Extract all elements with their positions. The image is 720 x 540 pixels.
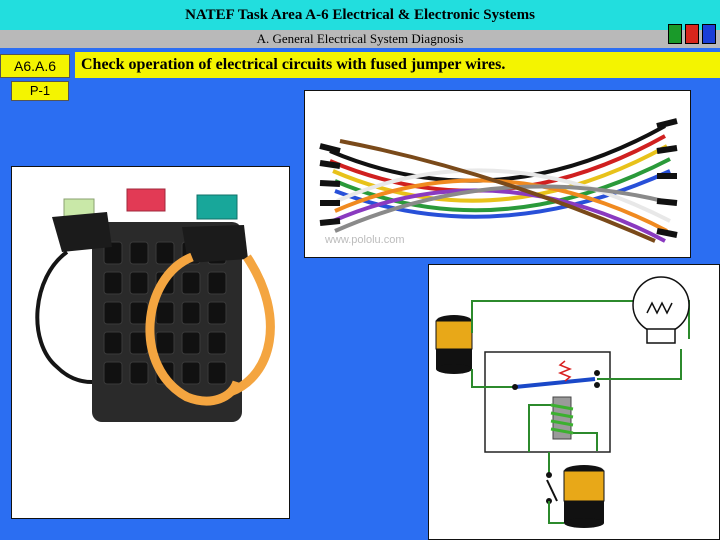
spring-icon — [557, 360, 573, 382]
color-flags — [668, 24, 716, 44]
blue-icon — [702, 24, 716, 44]
task-code-badge: A6.A.6 — [0, 54, 70, 78]
relay-box — [484, 351, 611, 453]
battery-icon — [435, 315, 473, 374]
switch-icon — [546, 479, 558, 502]
feed-wire — [471, 300, 690, 339]
jumper-wires-photo: www.pololu.com — [304, 90, 691, 258]
subtitle-bar: A. General Electrical System Diagnosis — [0, 30, 720, 48]
fuse-box-photo — [11, 166, 290, 519]
relay-circuit-diagram — [428, 264, 720, 540]
task-description: Check operation of electrical circuits w… — [81, 56, 506, 73]
green-icon — [668, 24, 682, 44]
watermark-text: www.pololu.com — [324, 234, 404, 246]
task-bar: Check operation of electrical circuits w… — [75, 52, 720, 78]
page-subtitle: A. General Electrical System Diagnosis — [256, 31, 464, 46]
page-title: NATEF Task Area A-6 Electrical & Electro… — [185, 7, 535, 23]
relay-contact-arm — [514, 377, 596, 389]
title-bar: NATEF Task Area A-6 Electrical & Electro… — [0, 0, 720, 30]
light-bulb-icon — [632, 276, 690, 344]
page-badge: P-1 — [11, 81, 69, 101]
battery-icon — [563, 465, 605, 528]
red-icon — [685, 24, 699, 44]
